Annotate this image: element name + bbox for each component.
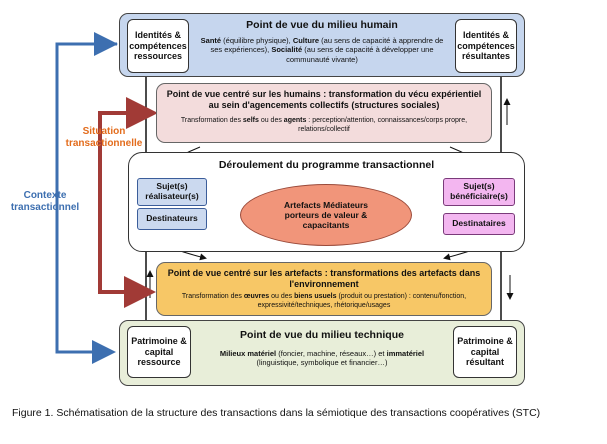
identites-ressources-card: Identités & compétences ressources [127,19,189,73]
patrimoine-ressource-card: Patrimoine & capital ressource [127,326,191,378]
sujets-realisateurs-card: Sujet(s) réalisateur(s) [137,178,207,206]
artefacts-title: Point de vue centré sur les artefacts : … [167,268,481,290]
figure-caption: Figure 1. Schématisation de la structure… [12,407,541,419]
contexte-label: Contexte transactionnel [10,190,80,213]
artefacts-box: Point de vue centré sur les artefacts : … [156,262,492,316]
artefacts-mediateurs-ellipse: Artefacts Médiateurs porteurs de valeur … [240,184,412,246]
milieu-technique-title: Point de vue du milieu technique [240,329,404,341]
milieu-technique-desc: Milieux matériel (foncier, machine, rése… [219,349,425,368]
patrimoine-resultant-card: Patrimoine & capital résultant [453,326,517,378]
humains-box: Point de vue centré sur les humains : tr… [156,83,492,143]
situation-label: Situation transactionnelle [65,126,143,149]
sujets-beneficiaires-card: Sujet(s) bénéficiaire(s) [443,178,515,206]
destinataires-card: Destinataires [443,213,515,235]
milieu-humain-title: Point de vue du milieu humain [246,19,398,31]
identites-resultantes-card: Identités & compétences résultantes [455,19,517,73]
destinateurs-card: Destinateurs [137,208,207,230]
programme-title: Déroulement du programme transactionnel [218,159,435,171]
milieu-technique-box: Point de vue du milieu technique Patrimo… [119,320,525,386]
humains-title: Point de vue centré sur les humains : tr… [166,89,482,111]
milieu-humain-desc: Santé (équilibre physique), Culture (au … [200,36,444,64]
humains-desc: Transformation des selfs ou des agents :… [180,117,468,133]
artefacts-desc: Transformation des œuvres ou des biens u… [181,293,467,309]
milieu-humain-box: Point de vue du milieu humain Identités … [119,13,525,77]
